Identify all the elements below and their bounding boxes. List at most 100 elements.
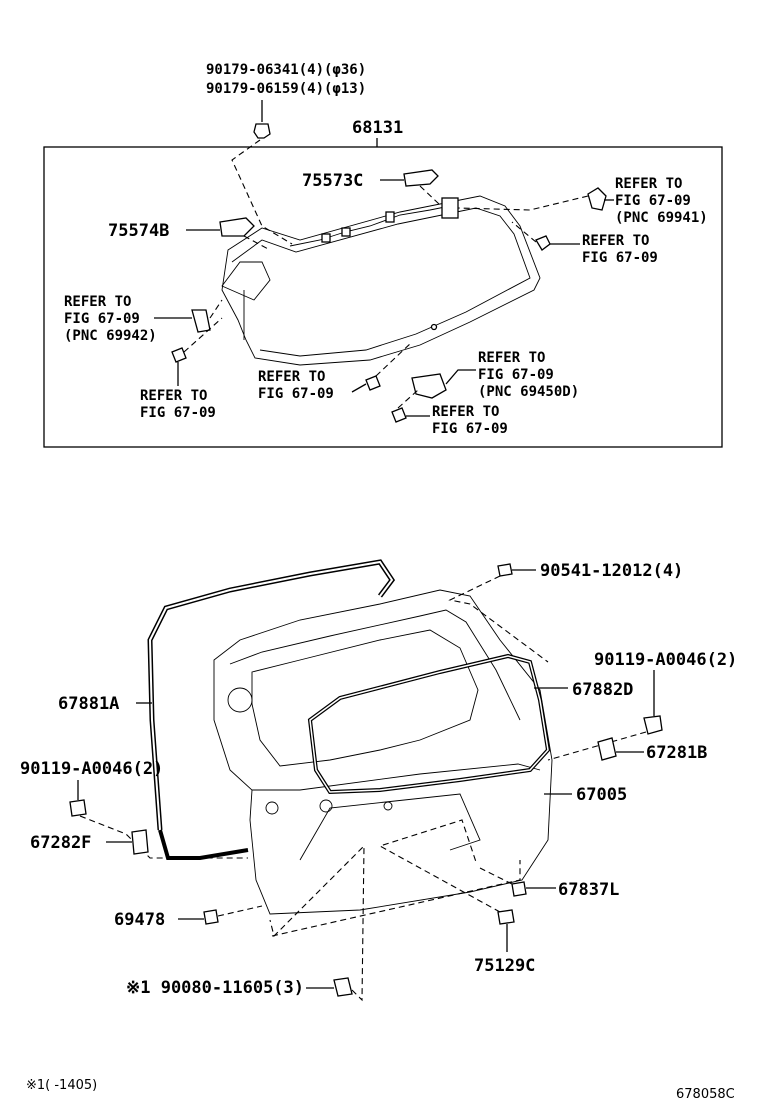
ref-right-b-line-2: FIG 67-09 — [582, 250, 658, 266]
nut-dash — [448, 575, 549, 663]
back-door-panel — [213, 589, 553, 915]
ref-center-part — [365, 375, 381, 391]
bolt-left-label: 90119-A0046(2) — [20, 759, 163, 779]
screw-part — [333, 977, 353, 997]
ref-left-a-part — [191, 309, 211, 333]
ref-left-b-line-2: FIG 67-09 — [140, 405, 216, 421]
ref-left-a-line-2: FIG 67-09 — [64, 311, 140, 327]
back-door-glass — [221, 195, 541, 366]
stopper-right-part — [597, 737, 617, 761]
stop-c-part — [403, 169, 439, 187]
stop-c-dash — [419, 185, 441, 206]
ref-right-a-line-3: (PNC 69941) — [615, 210, 708, 226]
glass-mount-hole — [430, 323, 438, 331]
stop-c-label: 75573C — [302, 171, 363, 191]
ref-right-a-part — [587, 187, 607, 211]
ref-center-leader — [351, 383, 367, 393]
cushion-label: 67837L — [558, 880, 619, 900]
ref-center-dash — [375, 341, 413, 377]
ref-left-b-part — [171, 347, 187, 363]
cushion-part — [511, 881, 527, 897]
cushion-dash — [479, 867, 513, 885]
ref-right-b-part — [535, 235, 551, 251]
nut-part — [497, 563, 513, 577]
footer-note: ※1( -1405) — [26, 1078, 97, 1093]
glass-group: 90179-06341(4)(φ36) 90179-06159(4)(φ13) … — [43, 62, 723, 448]
stop-b-dash — [243, 235, 271, 251]
wire-connector-3 — [385, 211, 395, 223]
glass-left-bracket — [221, 261, 271, 340]
bolt-right-label: 90119-A0046(2) — [594, 650, 737, 670]
lower-panel-dash-box — [271, 860, 521, 937]
glass-wire-harness — [289, 204, 456, 247]
stop-b-part — [219, 217, 255, 237]
ref-bottom-part — [391, 407, 407, 423]
glass-inner-edge — [231, 207, 531, 357]
door-mid-hole — [383, 801, 393, 811]
ref-hinge-part — [411, 373, 447, 399]
pad-label: 75129C — [474, 956, 535, 976]
ref-right-a-line-2: FIG 67-09 — [615, 193, 691, 209]
clip-label-line-1: 90179-06341(4)(φ36) — [206, 62, 366, 78]
ref-hinge-line-2: FIG 67-09 — [478, 367, 554, 383]
ref-right-a-line-1: REFER TO — [615, 176, 682, 192]
stopper-left-label: 67282F — [30, 833, 91, 853]
clip-label-line-2: 90179-06159(4)(φ13) — [206, 81, 366, 97]
outer-weatherstrip-highlight — [148, 560, 394, 831]
stop-b-label: 75574B — [108, 221, 169, 241]
grommet-dash — [217, 905, 263, 917]
pad-part — [497, 909, 515, 925]
ref-right-a-dash — [457, 195, 589, 211]
screw-dash — [269, 844, 365, 1002]
pad-dash — [378, 819, 501, 913]
ref-hinge-line-3: (PNC 69450D) — [478, 384, 579, 400]
ref-left-a-dash — [209, 299, 223, 319]
inner-weatherstrip-highlight — [309, 655, 549, 793]
glass-hinge-bracket — [441, 197, 459, 219]
outer-weatherstrip-tail — [158, 829, 249, 860]
ref-left-b-line-1: REFER TO — [140, 388, 207, 404]
bolt-left-part — [69, 799, 87, 817]
nut-label: 90541-12012(4) — [540, 561, 683, 581]
clip-dash-down — [231, 139, 293, 245]
door-lower-right-hole — [319, 799, 333, 813]
door-panel-label: 67005 — [576, 785, 627, 805]
bolt-right-dash — [547, 731, 647, 761]
stopper-left-part — [131, 829, 149, 855]
glass-part-number: 68131 — [352, 118, 403, 138]
ref-center-line-1: REFER TO — [258, 369, 325, 385]
wire-connector-2 — [341, 227, 351, 237]
ref-right-b-line-1: REFER TO — [582, 233, 649, 249]
inner-weatherstrip — [307, 653, 551, 795]
inner-weatherstrip-label: 67882D — [572, 680, 633, 700]
bolt-left-dash — [79, 815, 248, 859]
door-left-cavity — [227, 687, 253, 713]
door-lower-left-hole — [265, 801, 279, 815]
door-lower-section — [252, 763, 541, 791]
drawing-id: 678058C — [676, 1087, 735, 1102]
ref-hinge-line-1: REFER TO — [478, 350, 545, 366]
ref-bottom-dash — [397, 389, 419, 409]
grommet-label: 69478 — [114, 910, 165, 930]
ref-left-b-dash — [183, 317, 223, 353]
door-lower-recess — [299, 793, 481, 861]
wire-connector-1 — [321, 233, 331, 243]
ref-left-a-line-1: REFER TO — [64, 294, 131, 310]
outer-weatherstrip-label: 67881A — [58, 694, 119, 714]
ref-hinge-leader — [445, 369, 476, 385]
bolt-right-part — [643, 715, 663, 735]
ref-right-b-dash — [511, 221, 537, 243]
door-window-opening — [251, 629, 479, 767]
ref-left-a-line-3: (PNC 69942) — [64, 328, 157, 344]
glass-group-frame — [43, 146, 723, 448]
grommet-part — [203, 909, 219, 925]
ref-bottom-line-2: FIG 67-09 — [432, 421, 508, 437]
stopper-right-label: 67281B — [646, 743, 707, 763]
door-group: 90541-12012(4) 90119-A0046(2) 67882D 672… — [20, 559, 737, 1002]
screw-label: ※1 90080-11605(3) — [126, 978, 304, 998]
ref-center-line-2: FIG 67-09 — [258, 386, 334, 402]
ref-bottom-line-1: REFER TO — [432, 404, 499, 420]
clip-part — [253, 123, 271, 139]
